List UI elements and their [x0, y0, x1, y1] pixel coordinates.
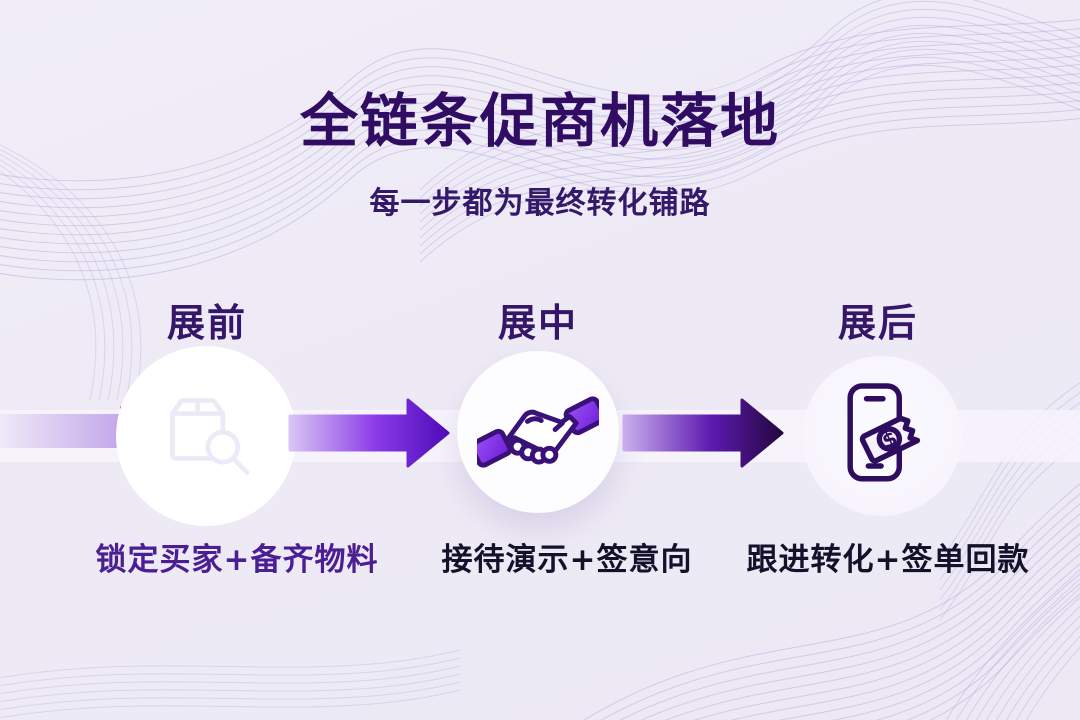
- step-circle-2: [457, 351, 619, 513]
- step-circle-3: $: [802, 356, 962, 516]
- page-subtitle: 每一步都为最终转化铺路: [369, 186, 711, 221]
- step-label-pre-show: 展前: [166, 301, 248, 345]
- step-caption-during-show: 接待演示+签意向: [441, 542, 693, 578]
- phone-payment-icon: $: [847, 383, 921, 482]
- step-label-during-show: 展中: [497, 301, 579, 345]
- handshake-icon: [477, 396, 599, 468]
- package-search-icon: [170, 398, 250, 475]
- step-caption-pre-show: 锁定买家+备齐物料: [95, 542, 379, 578]
- step-caption-post-show: 跟进转化+签单回款: [746, 542, 1030, 578]
- step-circle-1: [116, 346, 296, 526]
- page-title: 全链条促商机落地: [299, 87, 780, 155]
- step-label-post-show: 展后: [837, 301, 919, 345]
